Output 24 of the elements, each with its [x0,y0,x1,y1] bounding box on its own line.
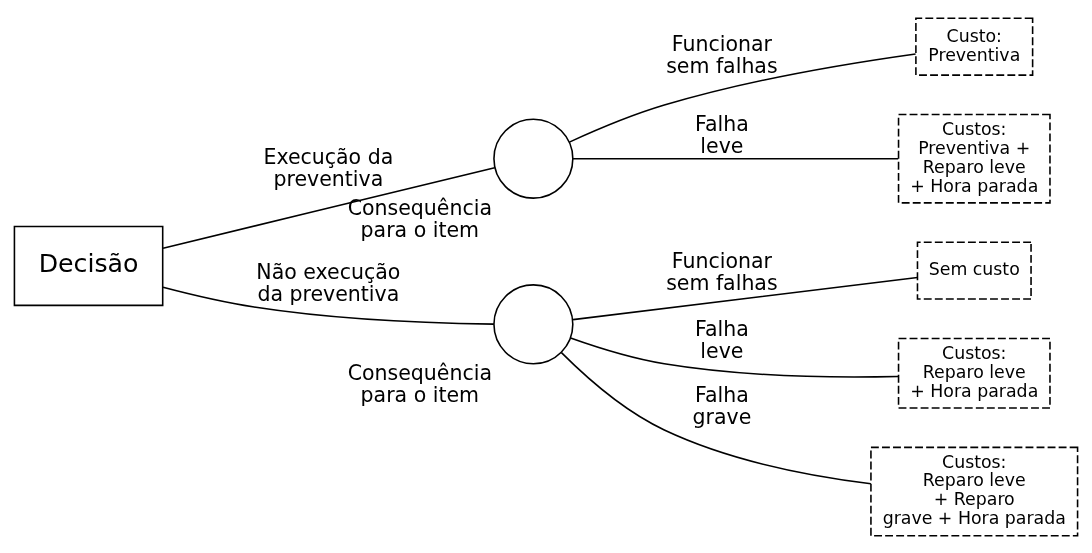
node-label: Consequência para o item [347,195,492,242]
edge-label: Falha leve [695,316,749,363]
edge-label: Funcionar sem falhas [666,30,778,78]
connector [572,276,919,320]
node-box: Sem custo [916,241,1032,300]
node-circle [493,283,574,365]
connector [572,157,899,159]
connector [568,52,917,143]
node-circle [493,117,574,199]
connector [569,336,899,378]
edge-label: Não execução da preventiva [256,259,401,306]
node-box: Custo: Preventiva [915,17,1034,76]
node-box: Custos: Reparo leve + Reparo grave + Hora parada [870,446,1079,536]
edge-label: Falha grave [692,382,752,429]
node-box: Custos: Reparo leve + Hora parada [897,337,1051,409]
edge-label: Execução da preventiva [263,144,394,191]
node-box: Decisão [13,225,164,306]
connector [560,351,872,485]
edge-label: Falha leve [695,111,749,158]
node-box: Custos: Preventiva + Reparo leve + Hora parada [897,113,1051,204]
connector [162,166,496,249]
edge-label: Funcionar sem falhas [666,248,778,295]
connector [162,285,495,325]
node-label: Consequência para o item [347,360,492,407]
